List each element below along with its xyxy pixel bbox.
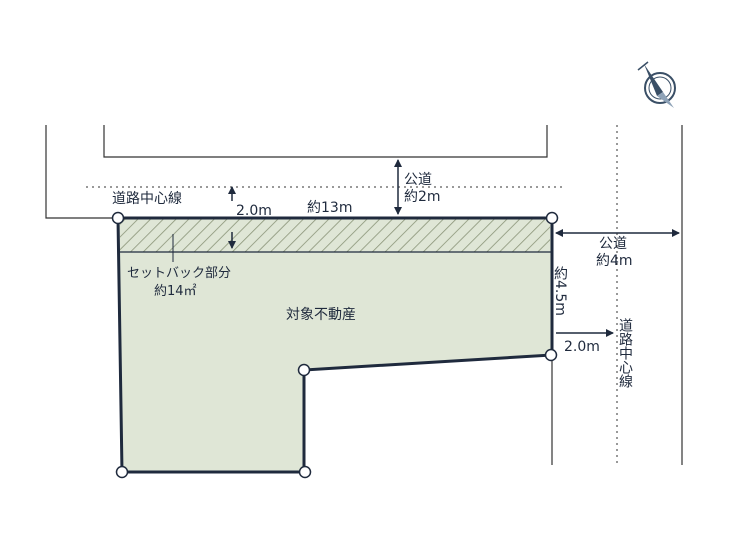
vertex-inner-corner [297, 363, 311, 377]
setback-area [120, 219, 550, 252]
setback-area-label: セットバック部分 [127, 266, 231, 281]
right-setback-label: 2.0m [564, 339, 600, 355]
frontage-label: 約13m [307, 200, 352, 216]
subject-property-lot [116, 216, 554, 474]
vertex-top-left [111, 211, 125, 225]
north-arrow-icon [637, 61, 676, 108]
vertex-top-right [545, 211, 559, 225]
road-center-label-right: 道路中心線 [617, 318, 633, 388]
vertex-bottom-left [115, 465, 129, 479]
public-road-top-label-1: 公道 [404, 172, 432, 188]
public-road-right-label-1: 公道 [599, 236, 627, 252]
subject-property-label: 対象不動産 [286, 307, 356, 323]
road-center-label-top: 道路中心線 [112, 191, 182, 207]
top-road-edge [45, 125, 118, 219]
dimension-arrows [228, 159, 680, 337]
public-road-top-label-2: 約2m [404, 189, 441, 205]
lot-vertices [111, 211, 559, 479]
vertex-right-mid [544, 348, 558, 362]
public-road-right-label-2: 約4m [596, 253, 633, 269]
vertex-bottom-right [298, 465, 312, 479]
setback-area-size-label: 約14㎡ [154, 284, 197, 299]
side-length-label: 約4.5m [552, 266, 568, 316]
top-road-inner-edge [103, 125, 548, 158]
setback-depth-label: 2.0m [236, 203, 272, 219]
